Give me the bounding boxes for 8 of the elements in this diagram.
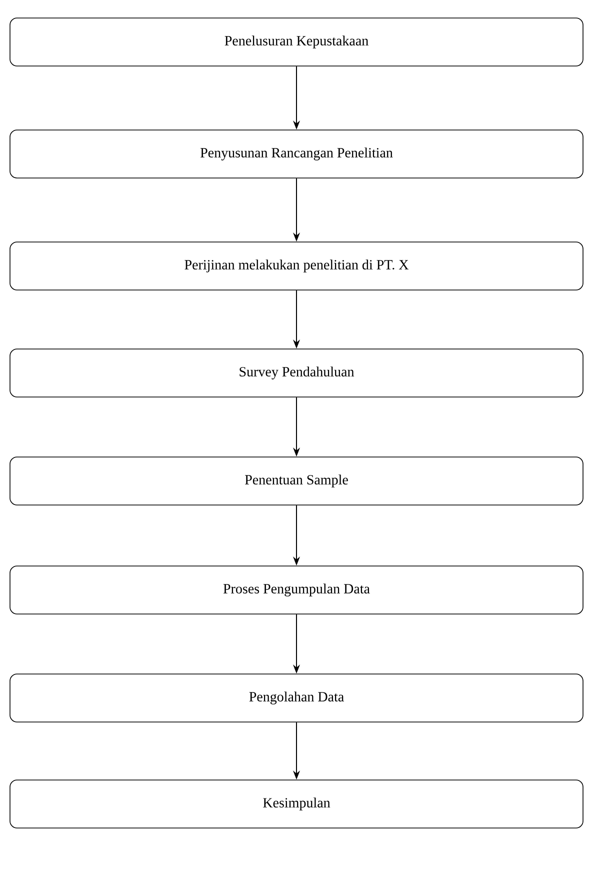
process-box: Survey Pendahuluan — [10, 348, 584, 398]
process-box: Kesimpulan — [10, 780, 584, 828]
process-box: Penyusunan Rancangan Penelitian — [10, 130, 584, 178]
process-box: Perijinan melakukan penelitian di PT. X — [10, 242, 584, 290]
process-box: Penelusuran Kepustakaan — [10, 18, 584, 66]
process-box: Pengolahan Data — [10, 674, 584, 722]
process-box: Penentuan Sample — [10, 456, 584, 506]
process-box: Proses Pengumpulan Data — [10, 566, 584, 614]
